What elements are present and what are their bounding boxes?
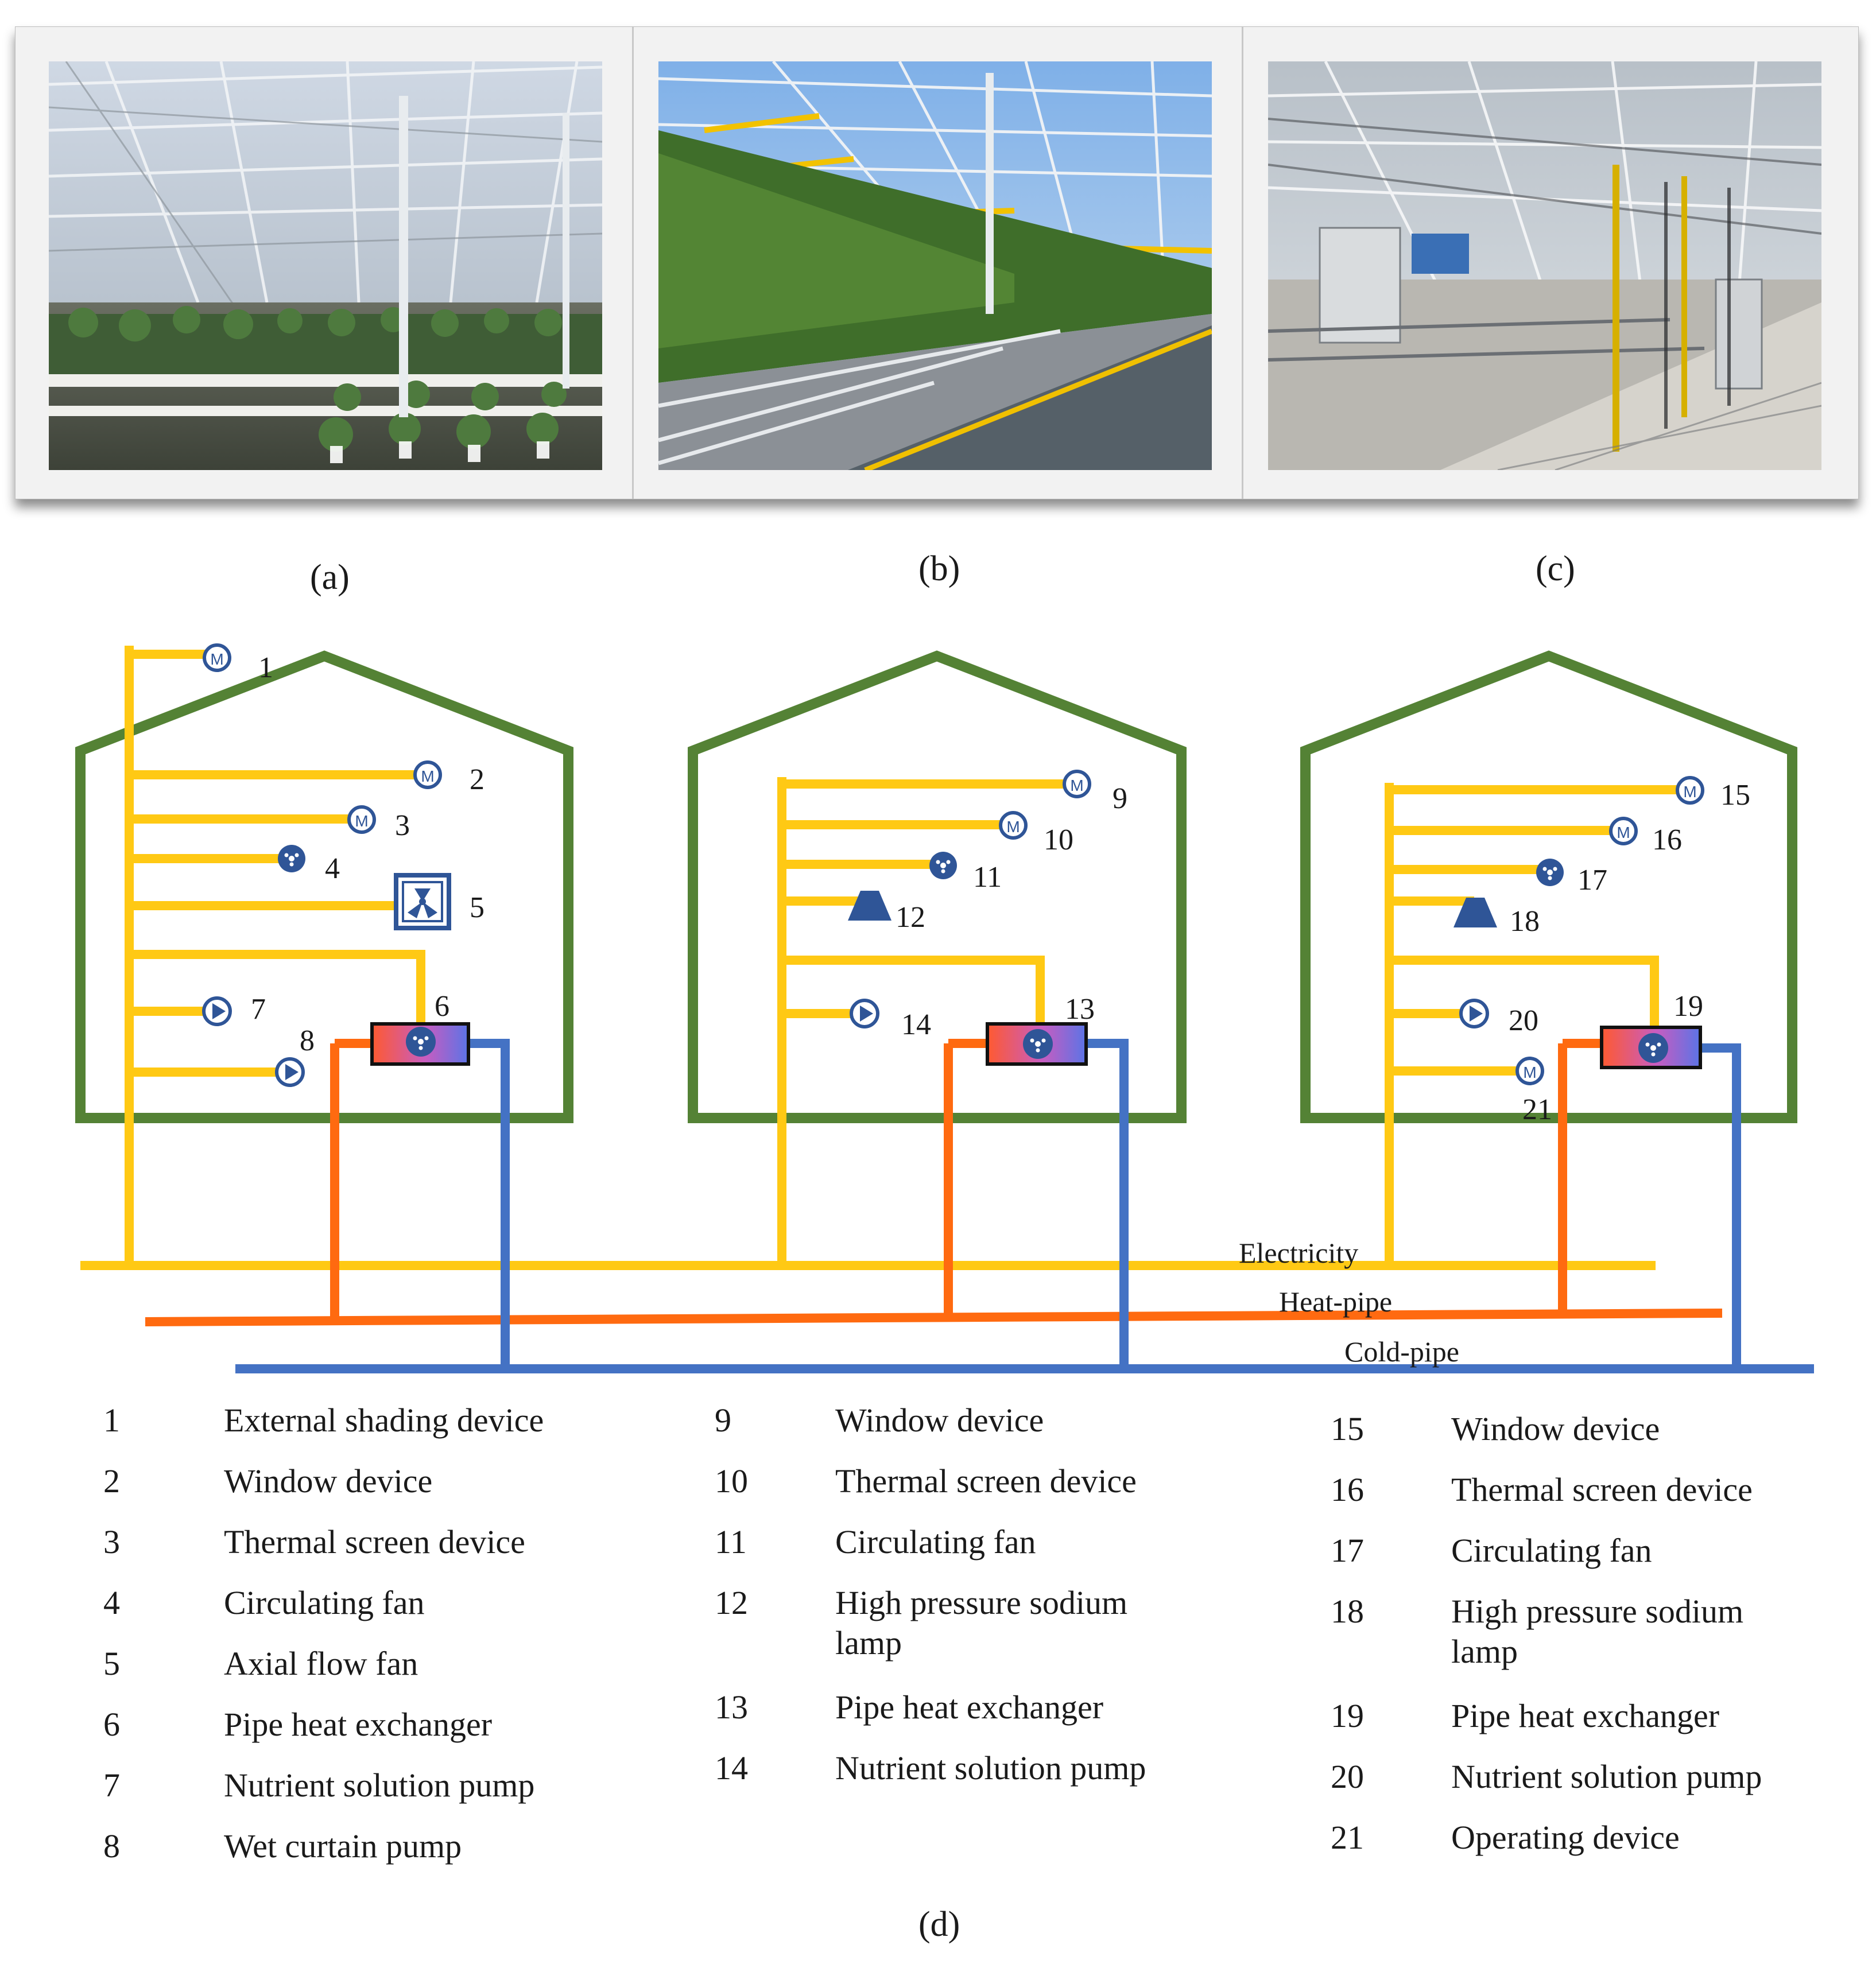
pipe-heat-exchanger-19 — [1600, 1026, 1702, 1069]
panel-label-c: (c) — [1536, 549, 1575, 588]
greenhouse-outline-1 — [75, 650, 573, 1123]
heat-pipe-line — [145, 1309, 1723, 1326]
svg-text:18: 18 — [1510, 905, 1540, 938]
svg-text:7: 7 — [251, 993, 266, 1026]
svg-text:12: 12 — [896, 901, 925, 934]
energy-network-diagram: M — [75, 0, 1814, 1373]
motor-icon — [1517, 1058, 1542, 1084]
pump-icon — [204, 998, 230, 1024]
circulating-fan-icon — [278, 845, 305, 872]
pump-icon — [277, 1059, 303, 1085]
cold-pipe-branches — [468, 1039, 1741, 1369]
heat-pipe-label: Heat-pipe — [1279, 1286, 1392, 1318]
electricity-branches-1 — [125, 646, 425, 1270]
greenhouse-outline-3 — [1300, 650, 1797, 1123]
panel-divider — [632, 27, 634, 499]
electricity-branches-3 — [1385, 783, 1685, 1270]
sodium-lamp-icon — [848, 891, 892, 921]
svg-text:17: 17 — [1577, 864, 1607, 896]
motor-icon — [349, 807, 374, 832]
circulating-fan-icon — [1536, 859, 1564, 886]
svg-text:10: 10 — [1044, 824, 1073, 856]
panel-label-a: (a) — [310, 558, 350, 597]
panel-label-d: (d) — [918, 1905, 960, 1944]
svg-text:2: 2 — [470, 763, 484, 796]
electricity-label: Electricity — [1239, 1237, 1358, 1269]
motor-icon — [1677, 778, 1703, 803]
cold-pipe-label: Cold-pipe — [1344, 1336, 1459, 1368]
greenhouse-outline-2 — [688, 650, 1187, 1123]
pump-icon — [1461, 1000, 1487, 1027]
heat-pipe-branches — [330, 1039, 1602, 1322]
motor-icon — [415, 762, 440, 787]
svg-text:11: 11 — [973, 861, 1002, 894]
photo-greenhouse-tomato-plants — [658, 61, 1212, 470]
svg-text:3: 3 — [395, 809, 410, 842]
svg-text:20: 20 — [1509, 1004, 1538, 1037]
pipe-heat-exchanger-13 — [986, 1022, 1088, 1066]
photo-strip — [15, 26, 1859, 499]
svg-text:6: 6 — [435, 990, 449, 1023]
circulating-fan-icon — [929, 852, 957, 879]
electricity-branches-2 — [777, 777, 1070, 1270]
pipe-heat-exchanger-6 — [370, 1022, 470, 1066]
svg-text:9: 9 — [1113, 782, 1127, 815]
svg-text:15: 15 — [1720, 779, 1750, 812]
motor-icon — [1064, 771, 1090, 797]
svg-text:16: 16 — [1652, 824, 1682, 856]
svg-text:1: 1 — [258, 651, 273, 684]
svg-text:8: 8 — [300, 1024, 315, 1057]
motor-icon — [1611, 818, 1636, 844]
motor-icon — [204, 645, 230, 670]
photo-greenhouse-equipment — [1268, 61, 1821, 470]
svg-text:13: 13 — [1065, 993, 1095, 1026]
svg-text:14: 14 — [901, 1008, 931, 1041]
svg-text:4: 4 — [325, 852, 340, 885]
pump-icon — [851, 1000, 878, 1027]
photo-greenhouse-potted-plants — [49, 61, 602, 470]
axial-fan-icon — [394, 873, 451, 930]
svg-text:21: 21 — [1522, 1093, 1552, 1126]
panel-label-b: (b) — [918, 549, 960, 588]
svg-text:5: 5 — [470, 891, 484, 924]
motor-icon — [1001, 813, 1026, 838]
device-number-labels: 1 2 3 4 5 6 7 8 9 10 11 12 13 14 15 16 1… — [251, 651, 1750, 1126]
panel-divider — [1242, 27, 1243, 499]
svg-text:19: 19 — [1673, 990, 1703, 1023]
